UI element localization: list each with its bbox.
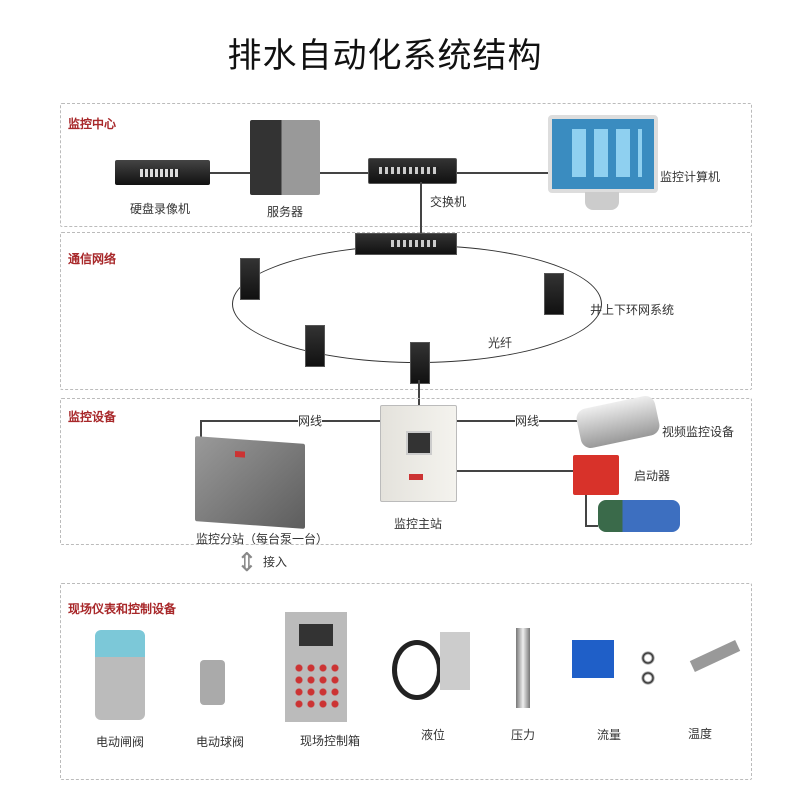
- section-monitoring-equipment: [60, 398, 752, 545]
- starter-label: 启动器: [633, 469, 671, 483]
- field-item-label: 现场控制箱: [299, 734, 361, 748]
- access-arrow-icon: ⇕: [236, 548, 258, 578]
- ring-label: 井上下环网系统: [589, 303, 675, 317]
- field-item-label: 压力: [510, 728, 536, 742]
- server-label: 服务器: [266, 205, 304, 219]
- sub-station-label: 监控分站（每台泵一台）: [195, 532, 329, 546]
- field-item-label: 流量: [596, 728, 622, 742]
- main-station-icon: [380, 405, 457, 502]
- dvr-icon: [115, 160, 210, 185]
- switch-icon: [368, 158, 457, 184]
- ring-switch-icon: [240, 258, 260, 300]
- pressure-sensor-icon: [516, 628, 530, 708]
- dvr-label: 硬盘录像机: [129, 202, 191, 216]
- connection-line: [420, 182, 422, 237]
- section-communication-network: [60, 232, 752, 390]
- gate-valve-icon: [95, 630, 145, 720]
- ring-switch-icon: [544, 273, 564, 315]
- section-monitoring-center: [60, 103, 752, 227]
- control-box-icon: [285, 612, 347, 722]
- flow-sensor-icon: [638, 648, 658, 688]
- access-label: 接入: [262, 555, 288, 569]
- section-label: 现场仪表和控制设备: [68, 602, 177, 616]
- ball-valve-icon: [200, 660, 225, 705]
- cable-line: [200, 420, 380, 422]
- cable-label: 网线: [514, 412, 540, 429]
- server-icon: [250, 120, 320, 195]
- field-item-label: 温度: [687, 727, 713, 741]
- field-item-label: 电动球阀: [195, 735, 245, 749]
- field-item-label: 电动闸阀: [95, 735, 145, 749]
- connection-line: [418, 380, 420, 408]
- monitor-stand: [585, 192, 619, 210]
- switch-label: 交换机: [429, 195, 467, 209]
- section-label: 监控中心: [68, 117, 117, 131]
- core-switch-icon: [355, 233, 457, 255]
- starter-icon: [573, 455, 619, 495]
- sub-station-icon: [195, 436, 305, 529]
- main-station-label: 监控主站: [393, 517, 443, 531]
- section-label: 通信网络: [68, 252, 117, 266]
- cable-line: [585, 495, 587, 525]
- flow-meter-icon: [572, 640, 614, 678]
- ring-switch-icon: [305, 325, 325, 367]
- section-field-devices: [60, 583, 752, 780]
- level-meter-icon: [440, 632, 470, 690]
- level-sensor-icon: [392, 640, 442, 700]
- ring-switch-icon: [410, 342, 430, 384]
- cable-line: [585, 525, 598, 527]
- pump-icon: [598, 500, 680, 532]
- computer-label: 监控计算机: [659, 170, 721, 184]
- fiber-label: 光纤: [487, 336, 513, 350]
- cable-line: [455, 470, 573, 472]
- section-label: 监控设备: [68, 410, 117, 424]
- monitor-computer-icon: [548, 115, 658, 193]
- field-item-label: 液位: [420, 728, 446, 742]
- cable-line: [200, 420, 202, 442]
- camera-label: 视频监控设备: [661, 425, 735, 439]
- page-title: 排水自动化系统结构: [227, 36, 543, 76]
- cable-label: 网线: [297, 412, 323, 429]
